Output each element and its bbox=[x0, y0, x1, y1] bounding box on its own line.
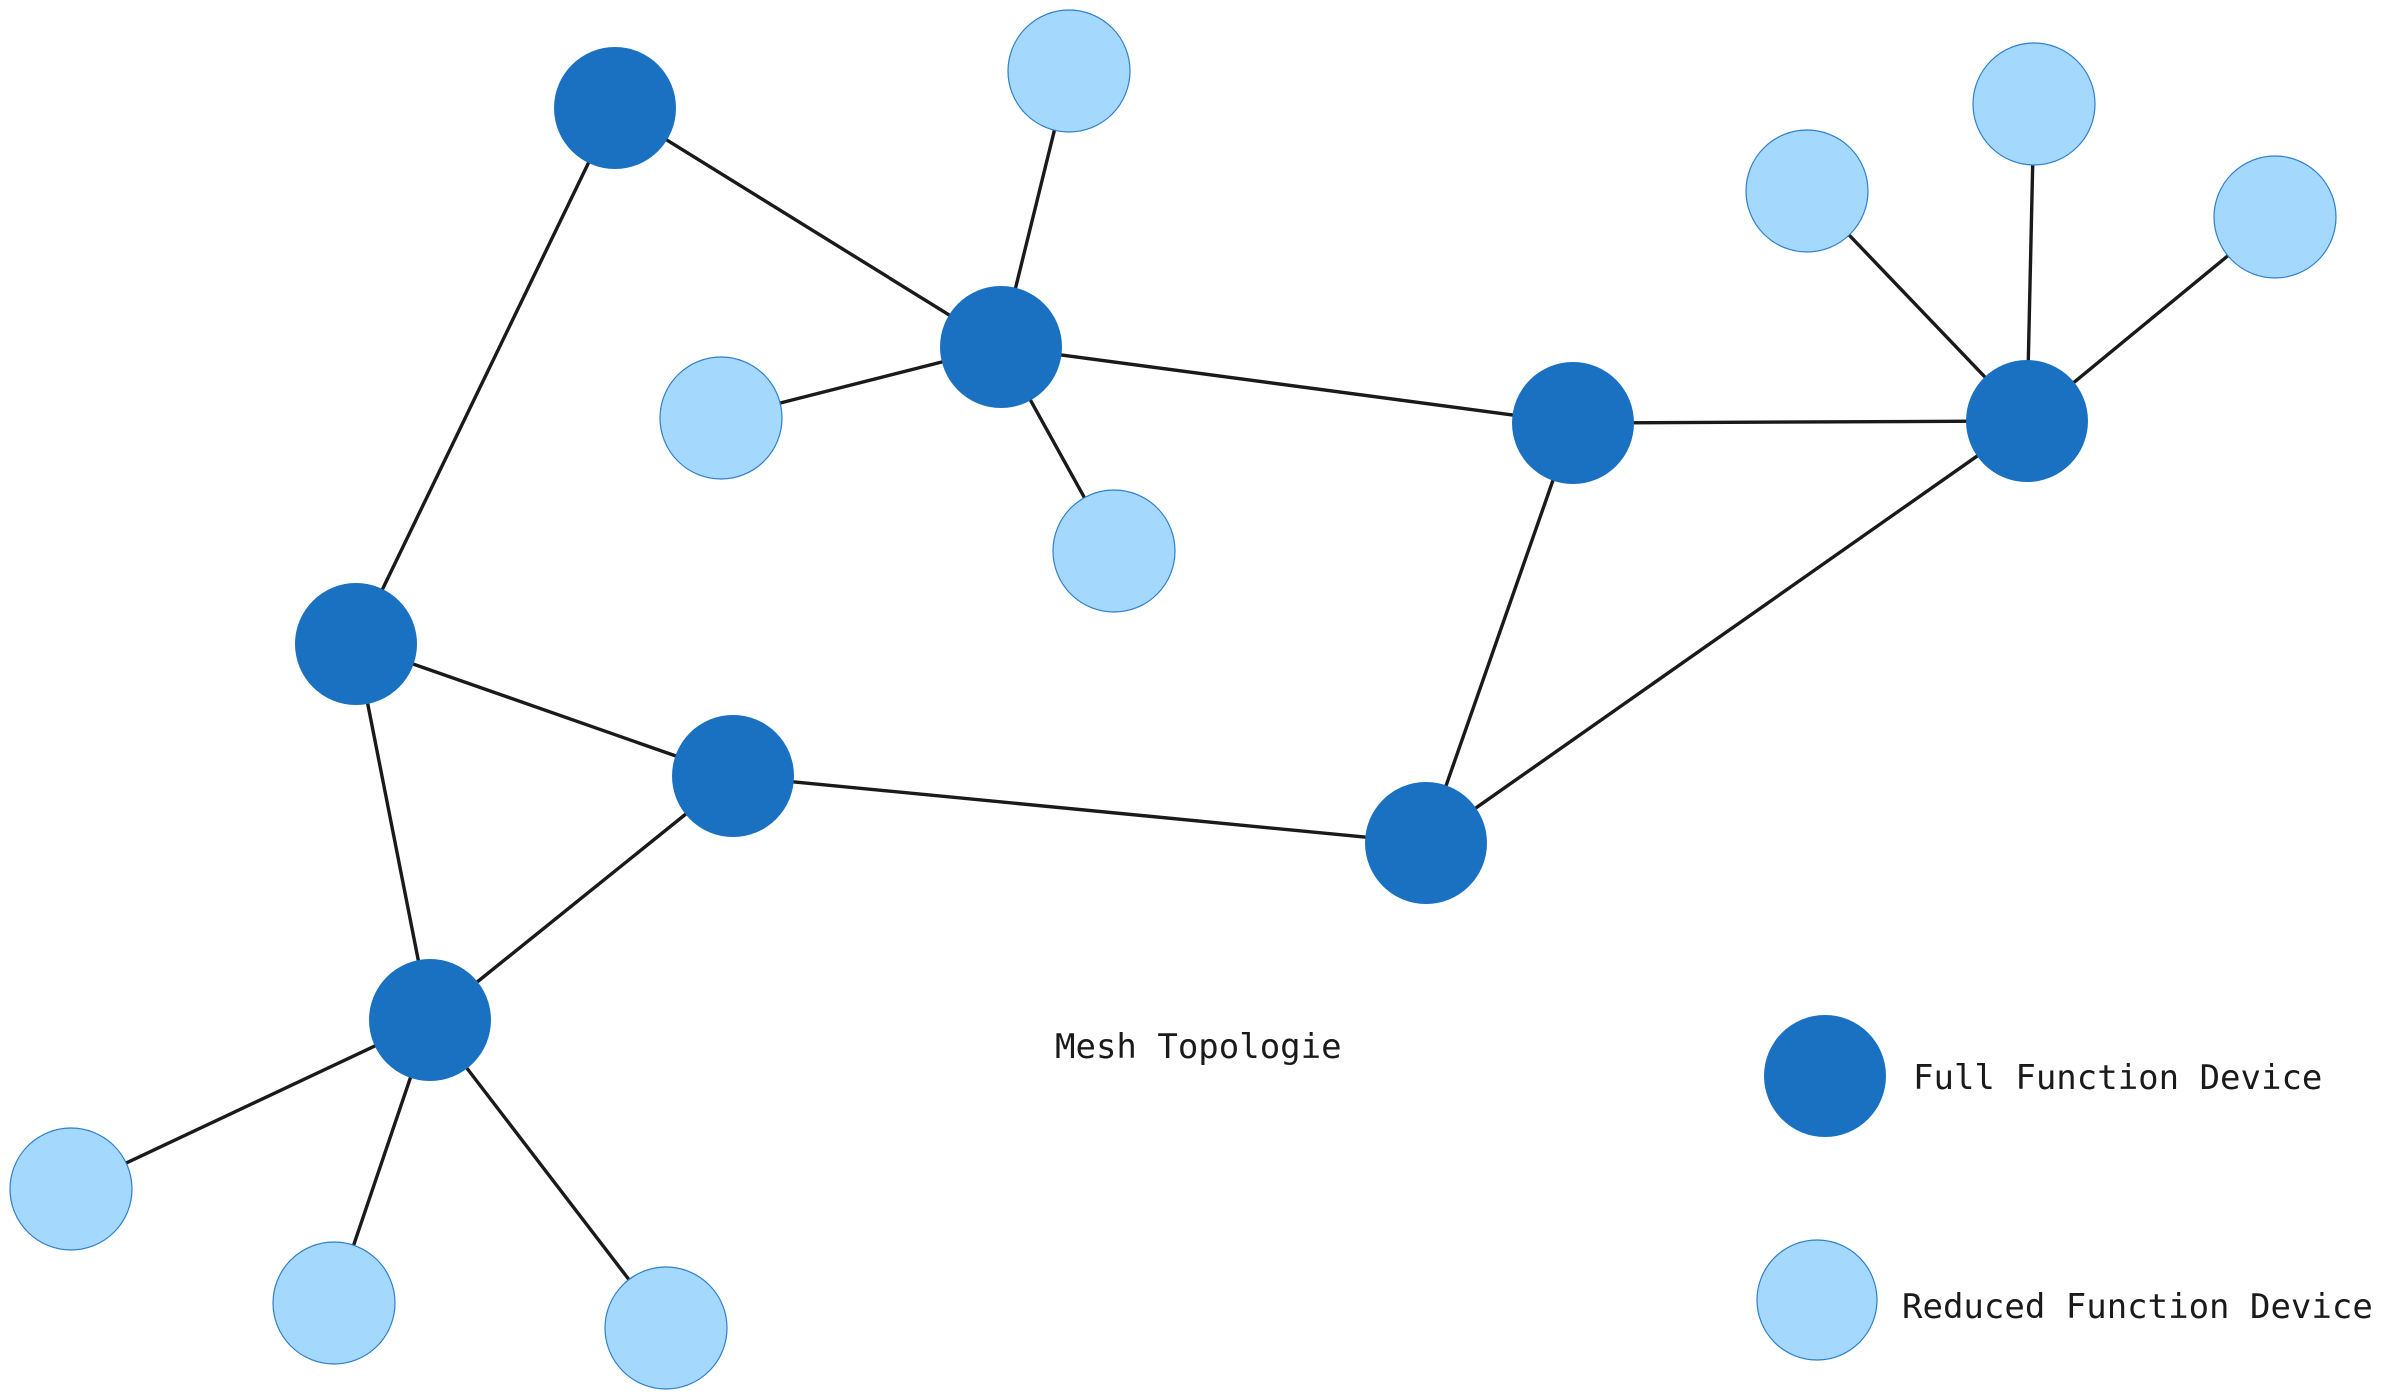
full-function-device-node-f1 bbox=[554, 47, 676, 169]
reduced-function-device-node-r2 bbox=[659, 356, 783, 480]
reduced-function-device-node-r1 bbox=[1007, 9, 1131, 133]
edge-f1-f5 bbox=[376, 152, 595, 600]
edge-f5-f8 bbox=[364, 692, 422, 972]
legend-full-function-device-swatch bbox=[1764, 1015, 1886, 1137]
reduced-function-device-node-r7 bbox=[9, 1127, 133, 1251]
full-function-device-node-f6 bbox=[672, 715, 794, 837]
edge-f6-f7 bbox=[782, 779, 1377, 840]
edge-f5-f6 bbox=[402, 659, 687, 761]
edge-f4-f7 bbox=[1465, 448, 1988, 816]
edge-f4-r5 bbox=[2026, 153, 2035, 372]
reduced-function-device-node-r4 bbox=[1745, 129, 1869, 253]
legend-reduced-function-device-swatch bbox=[1756, 1239, 1878, 1361]
reduced-function-device-node-r3 bbox=[1052, 489, 1176, 613]
legend: Full Function Device Reduced Function De… bbox=[1756, 1015, 2373, 1361]
legend-reduced-function-device-label: Reduced Function Device bbox=[1902, 1287, 2373, 1327]
reduced-function-device-node-r8 bbox=[272, 1241, 396, 1365]
edge-f8-r8 bbox=[348, 1066, 416, 1257]
nodes-layer bbox=[9, 9, 2337, 1390]
full-function-device-node-f3 bbox=[1512, 362, 1634, 484]
edge-f4-r6 bbox=[2064, 247, 2238, 391]
full-function-device-node-f7 bbox=[1365, 782, 1487, 904]
edge-f2-f3 bbox=[1049, 352, 1525, 418]
edge-f3-f7 bbox=[1441, 469, 1558, 797]
reduced-function-device-node-r6 bbox=[2213, 155, 2337, 279]
reduced-function-device-node-r9 bbox=[604, 1266, 728, 1390]
edge-f1-f2 bbox=[656, 133, 960, 322]
diagram-title: Mesh Topologie bbox=[1055, 1027, 1342, 1067]
full-function-device-node-f4 bbox=[1966, 360, 2088, 482]
edge-f8-r7 bbox=[115, 1039, 386, 1170]
full-function-device-node-f8 bbox=[369, 959, 491, 1081]
full-function-device-node-f2 bbox=[940, 286, 1062, 408]
legend-full-function-device-label: Full Function Device bbox=[1913, 1058, 2322, 1098]
reduced-function-device-node-r5 bbox=[1972, 42, 2096, 166]
edge-f2-r1 bbox=[1011, 118, 1059, 300]
edges-layer bbox=[115, 118, 2238, 1290]
edge-f2-r3 bbox=[1023, 389, 1092, 509]
edge-f8-r9 bbox=[459, 1058, 637, 1290]
full-function-device-node-f5 bbox=[295, 583, 417, 705]
edge-f2-r2 bbox=[768, 357, 954, 408]
edge-f4-r4 bbox=[1840, 226, 1994, 386]
edge-f3-f4 bbox=[1622, 419, 1978, 425]
edge-f6-f8 bbox=[468, 806, 695, 990]
